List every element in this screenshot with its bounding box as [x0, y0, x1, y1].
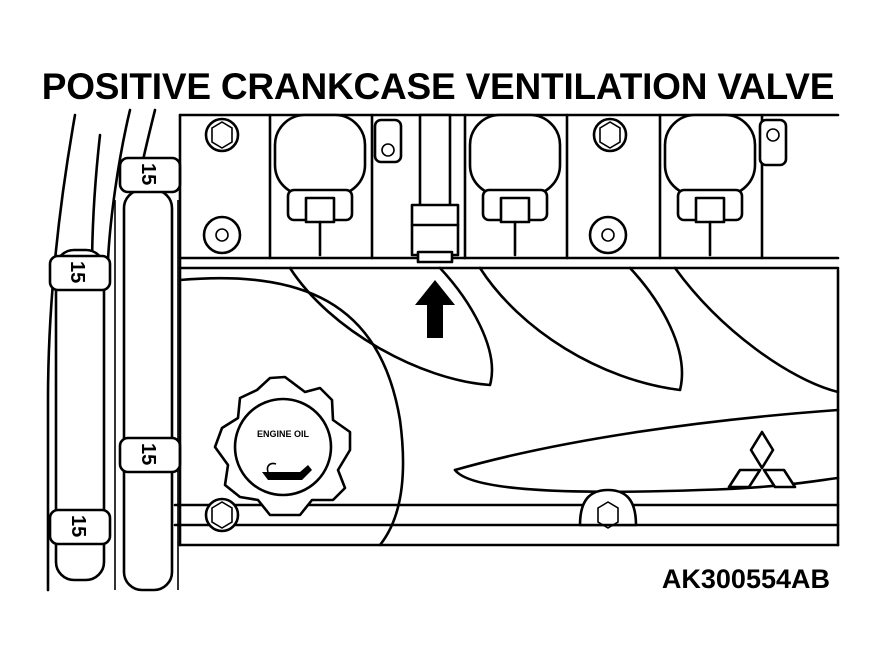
- mounting-bolt: [373, 118, 403, 164]
- ignition-coil: [658, 113, 764, 260]
- clamp-label: 15: [137, 443, 159, 465]
- ignition-coil: [463, 113, 569, 260]
- mounting-bolt: [578, 488, 638, 529]
- clamp-label: 15: [137, 163, 159, 185]
- oil-filler-cap: ENGINE OIL: [213, 375, 352, 517]
- clamp-label: 15: [67, 515, 89, 537]
- mounting-bolt: [204, 117, 240, 153]
- hose-clamp: 15: [48, 254, 112, 292]
- hose-clamp: 15: [48, 508, 112, 546]
- diagram-title: POSITIVE CRANKCASE VENTILATION VALVE: [41, 66, 835, 107]
- hose-clamp: 15: [118, 436, 182, 474]
- mounting-stud: [588, 215, 628, 255]
- hose-clamp: 15: [118, 156, 182, 194]
- mounting-bolt: [758, 118, 788, 167]
- figure-id: AK300554AB: [661, 564, 830, 594]
- oil-can-icon: [262, 465, 312, 480]
- ignition-coil: [268, 113, 374, 260]
- pcv-arrow-indicator: [415, 280, 455, 338]
- mounting-bolt: [204, 497, 240, 533]
- manufacturer-emblem: [727, 430, 797, 489]
- cap-label: ENGINE OIL: [257, 429, 310, 439]
- pcv-valve: [410, 113, 460, 264]
- clamp-label: 15: [66, 261, 88, 283]
- mounting-stud: [202, 215, 242, 255]
- mounting-bolt: [592, 117, 628, 153]
